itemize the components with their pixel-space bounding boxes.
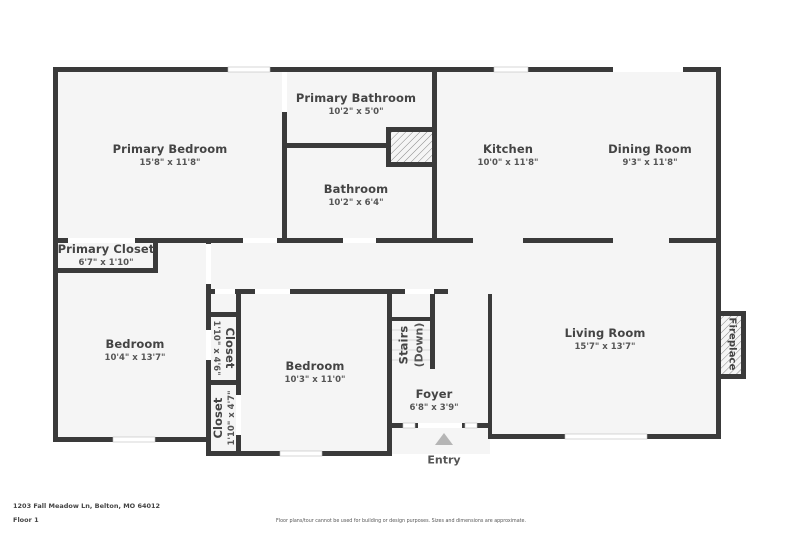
disclaimer: Floor plans/tour cannot be used for buil… [276, 519, 527, 524]
fireplace: Fireplace [726, 317, 738, 371]
stair-treads [392, 329, 430, 361]
entry-label: Entry [427, 453, 461, 467]
room-primary-bedroom: Primary Bedroom 15'8" x 11'8" [112, 142, 228, 168]
room-stairs: Stairs (Down) [396, 322, 426, 368]
room-kitchen: Kitchen 10'0" x 11'8" [477, 142, 539, 168]
room-bedroom-2: Bedroom 10'3" x 11'0" [284, 359, 346, 385]
room-bathroom: Bathroom 10'2" x 6'4" [323, 182, 389, 208]
room-closet-1: Closet 1'10" x 4'6" [211, 320, 237, 376]
floor-areas [56, 70, 718, 454]
windows [112, 66, 648, 457]
address: 1203 Fall Meadow Ln, Belton, MO 64012 [13, 502, 161, 510]
room-foyer: Foyer 6'8" x 3'9" [409, 387, 459, 413]
room-bedroom-1: Bedroom 10'4" x 13'7" [104, 337, 166, 363]
floor-label: Floor 1 [13, 516, 39, 524]
openings [68, 67, 683, 435]
room-dining-room: Dining Room 9'3" x 11'8" [608, 142, 692, 168]
room-living-room: Living Room 15'7" x 13'7" [564, 326, 646, 352]
room-primary-bathroom: Primary Bathroom 10'2" x 5'0" [295, 91, 417, 117]
room-primary-closet: Primary Closet 6'7" x 1'10" [57, 242, 155, 268]
entry-arrow-icon [435, 433, 453, 445]
room-closet-2: Closet 1'10" x 4'7" [211, 390, 237, 446]
